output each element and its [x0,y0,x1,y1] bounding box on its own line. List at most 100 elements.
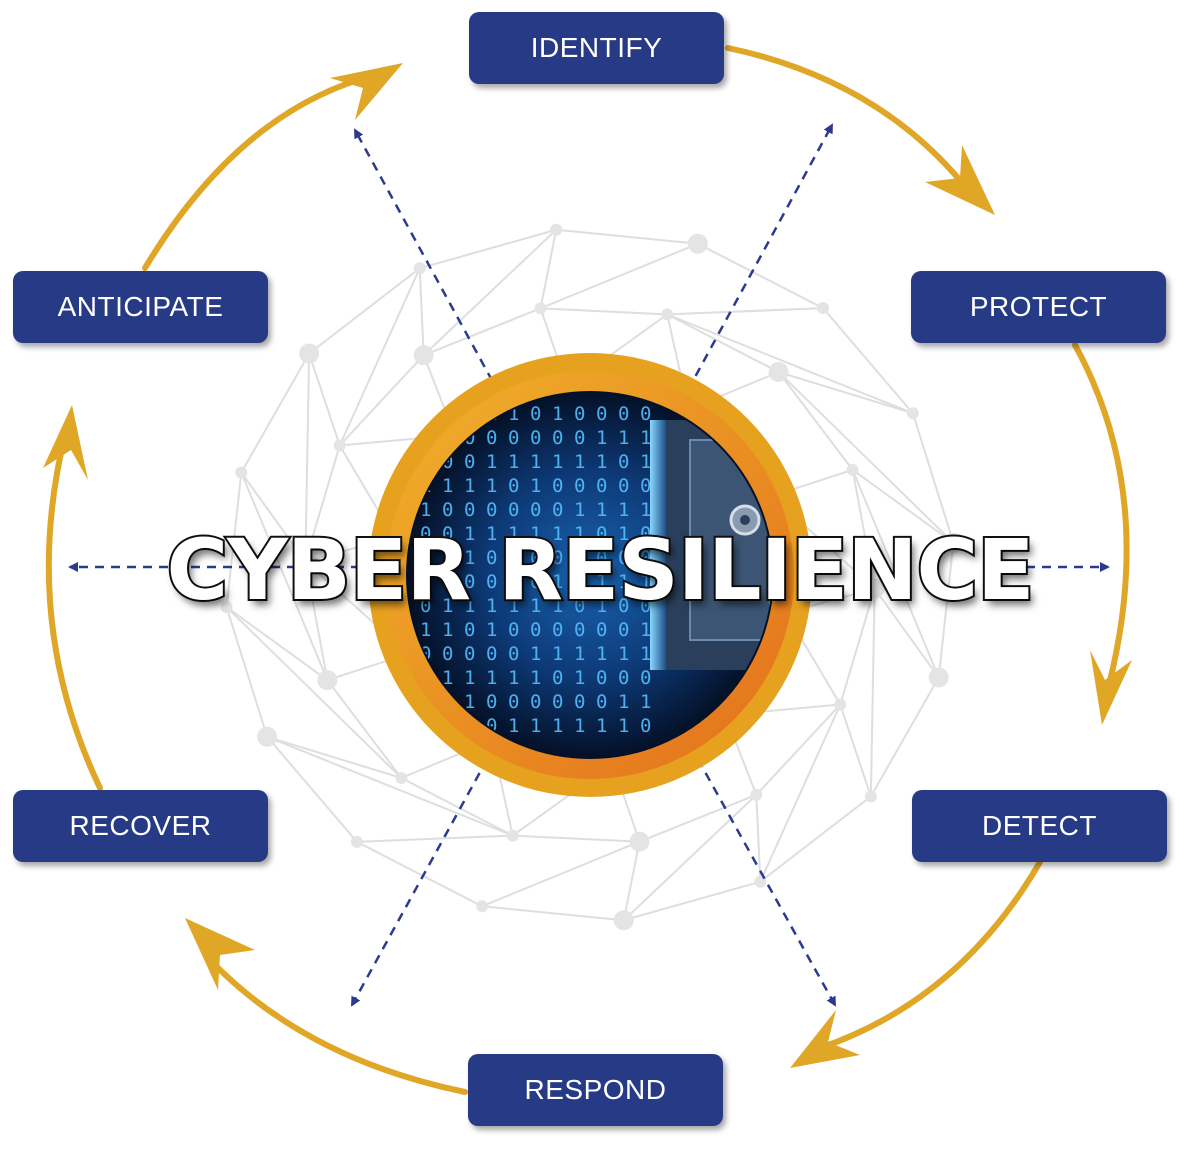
network-link [240,353,310,474]
binary-digit: 1 [640,427,651,449]
binary-digit: 1 [486,451,497,473]
binary-digit: 0 [508,499,519,521]
network-link [540,242,699,310]
cycle-arrow-head [330,63,403,120]
binary-digit: 1 [530,715,541,737]
network-link [870,676,940,797]
binary-digit: 1 [508,595,519,617]
binary-digit: 0 [596,691,607,713]
network-link [666,313,780,373]
stage-identify-button[interactable]: IDENTIFY [469,12,724,84]
network-node [750,788,763,801]
binary-digit: 1 [574,643,585,665]
network-link [225,606,328,681]
binary-digit: 1 [640,499,651,521]
binary-digit: 0 [574,547,585,569]
binary-digit: 1 [530,595,541,617]
binary-digit: 0 [552,619,563,641]
binary-digit: 0 [574,427,585,449]
network-link [304,445,341,562]
dashed-arrow-down-left [350,744,497,1007]
network-node [906,407,919,420]
network-node [817,302,830,315]
binary-digit: 1 [596,643,607,665]
binary-digit: 0 [442,571,453,593]
network-link [623,794,758,921]
binary-digit: 1 [486,523,497,545]
network-link [422,229,557,356]
binary-digit: 1 [442,547,453,569]
binary-digit: 0 [508,475,519,497]
binary-digit: 0 [464,499,475,521]
binary-digit: 1 [618,715,629,737]
binary-digit: 1 [552,595,563,617]
network-link [266,735,514,837]
binary-digit: 1 [508,715,519,737]
stage-protect-button[interactable]: PROTECT [911,271,1166,343]
network-node [661,308,674,321]
network-link [666,313,914,415]
binary-digit: 0 [486,715,497,737]
stage-detect-button[interactable]: DETECT [912,790,1167,862]
binary-digit: 1 [618,691,629,713]
stage-anticipate-button[interactable]: ANTICIPATE [13,271,268,343]
network-link [338,354,425,447]
binary-digit: 0 [640,667,651,689]
dashed-arrow-down-right [688,744,837,1007]
cycle-arrow-head [1090,650,1132,725]
network-link [697,242,824,310]
binary-digit: 0 [486,643,497,665]
binary-digit: 1 [640,691,651,713]
network-node [257,726,278,747]
stage-label: DETECT [982,810,1097,841]
network-link [839,588,876,705]
network-link [556,228,698,245]
binary-digit: 1 [640,571,651,593]
stage-label: IDENTIFY [530,32,663,63]
network-link [778,371,914,415]
network-node [333,439,346,452]
binary-digit: 1 [420,547,431,569]
binary-digit: 1 [508,667,519,689]
binary-digit: 1 [618,523,629,545]
binary-digit: 0 [530,427,541,449]
binary-digit: 1 [552,715,563,737]
network-link [869,588,876,797]
binary-digit: 1 [464,595,475,617]
binary-digit: 1 [420,619,431,641]
binary-digit: 1 [574,715,585,737]
network-node [235,466,248,479]
network-link [512,834,640,843]
binary-digit: 0 [574,403,585,425]
binary-digit: 1 [442,619,453,641]
binary-digit: 1 [574,523,585,545]
binary-digit: 1 [530,475,541,497]
network-node [395,771,408,784]
network-node [317,670,338,691]
binary-digit: 0 [552,427,563,449]
binary-digit: 1 [618,643,629,665]
network-node [943,532,964,553]
network-link [759,704,842,883]
binary-digit: 1 [530,643,541,665]
binary-digit: 0 [640,475,651,497]
stage-respond-button[interactable]: RESPOND [468,1054,723,1126]
stage-recover-button[interactable]: RECOVER [13,790,268,862]
network-link [851,469,876,589]
network-link [852,469,955,544]
network-link [304,561,329,681]
dashed-arrow-up-right [686,123,834,391]
network-link [225,606,403,779]
binary-digit: 1 [618,427,629,449]
binary-digit: 0 [618,403,629,425]
binary-digit: 0 [530,499,541,521]
network-link [639,793,757,843]
binary-digit: 0 [596,667,607,689]
network-node [629,831,650,852]
network-node [687,233,708,254]
binary-digit: 0 [530,619,541,641]
binary-digit: 0 [442,499,453,521]
network-node [506,829,519,842]
stage-label: ANTICIPATE [57,291,224,322]
